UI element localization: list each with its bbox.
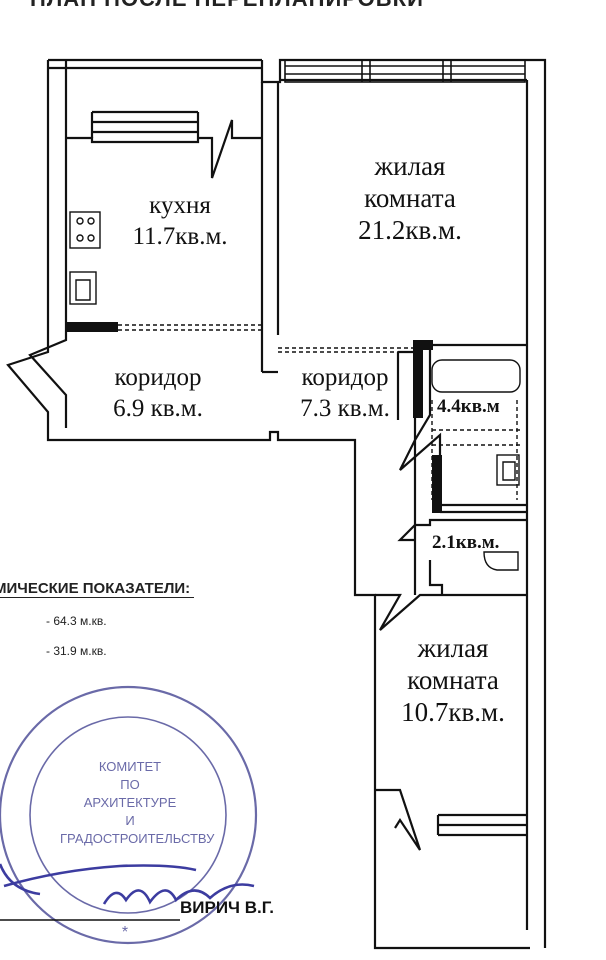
room-living-large: жилая комната 21.2кв.м. <box>330 150 490 246</box>
room-name: коридор <box>301 364 389 391</box>
room-name: комната <box>364 183 456 213</box>
stove-icon <box>69 211 101 249</box>
indicators-heading: МИЧЕСКИЕ ПОКАЗАТЕЛИ: <box>0 580 195 598</box>
kitchen-sink-icon <box>69 271 97 305</box>
stamp <box>0 685 258 945</box>
toilet-icon <box>483 551 519 571</box>
bathroom-sink-icon <box>496 454 520 486</box>
stamp-star: * <box>121 924 129 941</box>
indicators-block: МИЧЕСКИЕ ПОКАЗАТЕЛИ: - 64.3 м.кв. - 31.9… <box>0 580 270 658</box>
stamp-line: И <box>125 813 135 828</box>
partitions <box>118 324 520 500</box>
room-kitchen: кухня 11.7кв.м. <box>110 190 250 252</box>
room-area: 21.2кв.м. <box>358 215 462 245</box>
fixtures <box>69 211 521 571</box>
stamp-center-text: КОМИТЕТ ПО АРХИТЕКТУРЕ И ГРАДОСТРОИТЕЛЬС… <box>60 758 215 848</box>
signer-name: ВИРИЧ В.Г. <box>180 898 274 917</box>
room-name: жилая <box>417 633 489 663</box>
room-corridor-left: коридор 6.9 кв.м. <box>88 362 228 424</box>
plan-title: ПЛАН ПОСЛЕ ПЕРЕПЛАНИРОВКИ <box>30 0 550 12</box>
thick-walls <box>66 322 442 513</box>
room-name: кухня <box>149 192 211 219</box>
room-area: 6.9 кв.м. <box>113 395 203 422</box>
signature <box>0 863 255 905</box>
indicator-row: - 64.3 м.кв. <box>46 614 107 628</box>
stamp-line: ПО <box>120 777 140 792</box>
windows <box>284 59 526 83</box>
room-bathroom-area: 4.4кв.м <box>437 396 500 417</box>
room-toilet-area: 2.1кв.м. <box>432 532 500 553</box>
room-area: 11.7кв.м. <box>132 223 228 250</box>
room-area: 7.3 кв.м. <box>300 395 390 422</box>
room-area: 10.7кв.м. <box>401 697 505 727</box>
room-name: жилая <box>374 151 446 181</box>
bathtub-icon <box>431 359 521 393</box>
stamp-line: АРХИТЕКТУРЕ <box>83 795 177 810</box>
room-living-small: жилая комната 10.7кв.м. <box>378 632 528 728</box>
room-name: коридор <box>114 364 202 391</box>
room-corridor-center: коридор 7.3 кв.м. <box>275 362 415 424</box>
indicator-row: - 31.9 м.кв. <box>46 644 107 658</box>
stamp-line: ГРАДОСТРОИТЕЛЬСТВУ <box>60 831 215 846</box>
room-name: комната <box>407 665 499 695</box>
stamp-line: КОМИТЕТ <box>98 759 162 774</box>
